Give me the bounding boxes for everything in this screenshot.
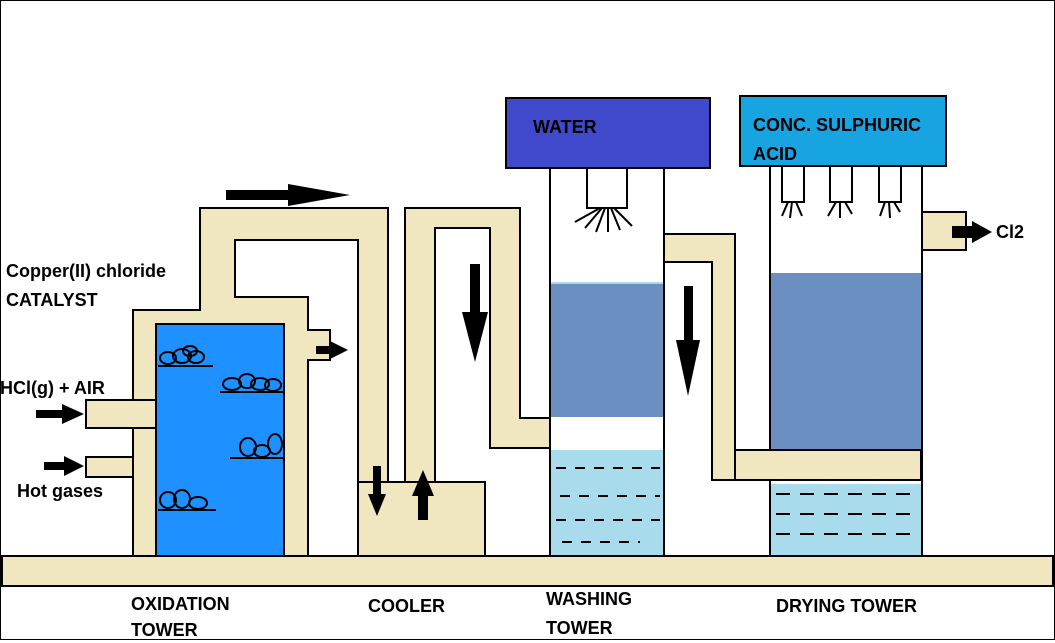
arrow-up-icon	[412, 470, 434, 520]
arrow-right-icon	[316, 341, 348, 359]
drying-inlet-pipe	[734, 449, 922, 481]
product-label: Cl2	[996, 222, 1025, 242]
arrow-right-icon	[952, 221, 992, 243]
acid-sprinklers	[781, 165, 902, 219]
oxidation-tower-label: OXIDATION	[131, 594, 230, 614]
acid-label: CONC. SULPHURIC	[753, 115, 922, 135]
drying-tower-label: DRYING TOWER	[776, 596, 918, 616]
arrow-right-icon	[44, 456, 84, 476]
arrow-down-icon	[676, 286, 700, 396]
oxidation-tower-label-line2: TOWER	[131, 620, 198, 640]
spray-icon	[574, 207, 633, 233]
washing-tower-label: WASHING	[546, 589, 633, 609]
drying-liquid-lower	[771, 484, 921, 555]
hot-gas-inlet-pipe	[85, 456, 134, 478]
base-platform	[1, 555, 1054, 587]
feed-inlet-pipe	[85, 399, 157, 429]
washing-liquid-lower	[551, 450, 663, 555]
oxidation-tower	[85, 207, 389, 557]
arrow-down-icon	[368, 466, 386, 516]
water-label: WATER	[533, 117, 597, 137]
flow-arrows	[36, 184, 992, 520]
acid-tank	[739, 95, 947, 167]
catalyst-pellets	[158, 345, 283, 511]
arrow-right-icon	[226, 184, 350, 206]
catalyst-label-line2: CATALYST	[6, 290, 98, 310]
catalyst-label: Copper(II) chloride	[6, 261, 167, 281]
hot-gases-label: Hot gases	[17, 481, 104, 501]
washing-liquid-upper	[551, 283, 663, 417]
washing-water-lines	[556, 467, 660, 543]
washing-tower	[505, 97, 921, 557]
arrow-right-icon	[36, 404, 84, 424]
arrow-down-icon	[462, 264, 488, 362]
water-sprinkler	[586, 167, 628, 209]
feed-label: HCl(g) + AIR	[0, 378, 105, 398]
washing-tower-label-line2: TOWER	[546, 618, 613, 638]
cooler-label: COOLER	[368, 596, 446, 616]
drying-tower	[734, 95, 967, 557]
drying-liquid-upper	[771, 273, 921, 451]
acid-label-line2: ACID	[753, 144, 797, 164]
